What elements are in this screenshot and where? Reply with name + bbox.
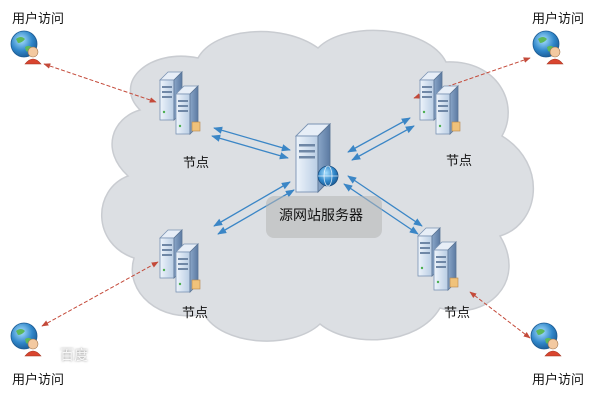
link-node-tl-origin (211, 126, 291, 160)
user-icon-br (530, 322, 562, 357)
link-user-br (469, 291, 531, 339)
origin-label-box (266, 196, 382, 238)
user-icon-tr (532, 30, 564, 65)
link-user-bl (41, 261, 159, 327)
globe-icon (317, 165, 339, 187)
user-access-label-bl: 用户访问 (12, 373, 65, 388)
node-label-br: 节点 (444, 306, 471, 321)
user-access-label-tl: 用户访问 (12, 12, 65, 27)
node-label-bl: 节点 (182, 306, 209, 321)
user-access-label-br: 用户访问 (532, 373, 585, 388)
node-label-tl: 节点 (183, 156, 210, 171)
origin-server-label: 源网站服务器 (279, 208, 363, 224)
user-icon-bl (10, 322, 42, 357)
link-user-tl (43, 63, 157, 103)
node-label-tr: 节点 (446, 154, 473, 169)
link-node-tr-origin (347, 117, 415, 161)
user-icon-tl (10, 30, 42, 65)
user-access-label-tr: 用户访问 (532, 12, 585, 27)
watermark: 百度 (60, 348, 88, 364)
